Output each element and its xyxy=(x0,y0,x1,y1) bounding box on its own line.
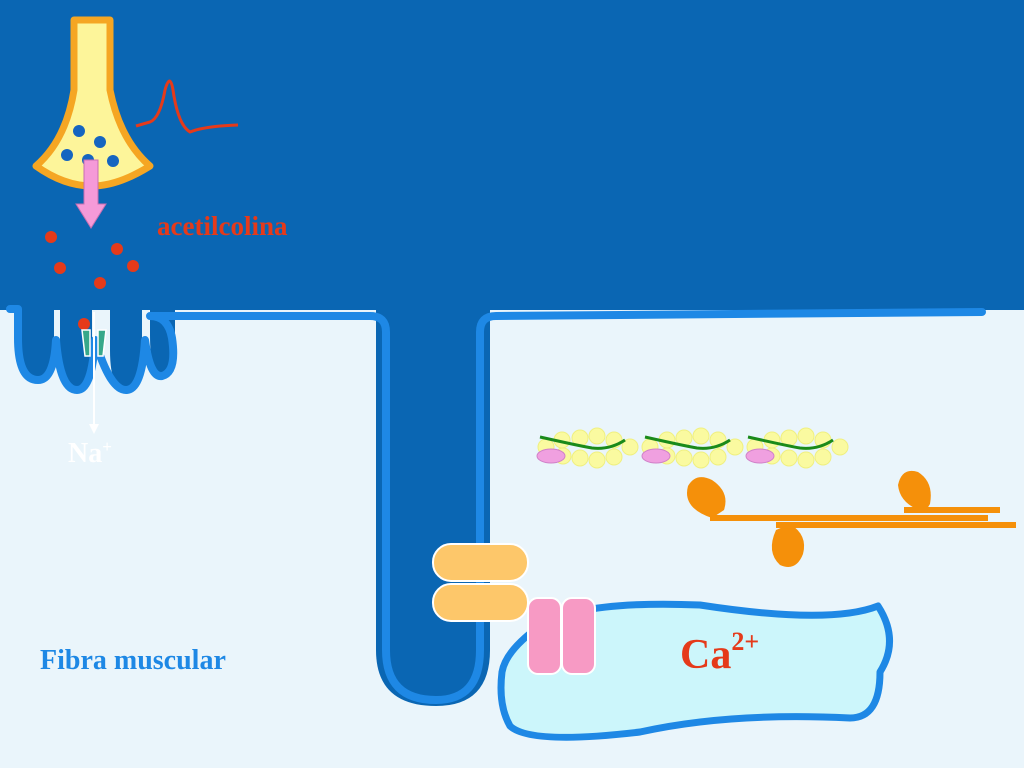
t-tubule xyxy=(376,300,490,706)
acetylcholine-receptor-channel xyxy=(81,329,107,357)
sodium-ion-label: Na+ xyxy=(68,437,112,469)
sodium-ion-charge: + xyxy=(102,437,112,456)
calcium-ion-label: Ca2+ xyxy=(680,627,759,678)
action-potential-trace xyxy=(135,79,239,134)
ryanodine-receptor xyxy=(527,597,596,675)
sodium-influx-arrowhead-icon xyxy=(89,424,99,434)
sarcolemma xyxy=(6,305,986,704)
sodium-ion-symbol: Na xyxy=(68,438,102,469)
calcium-ion-symbol: Ca xyxy=(680,632,731,678)
troponin-complexes xyxy=(536,448,775,464)
thin-filament xyxy=(536,427,849,469)
myosin-head-bottom xyxy=(771,524,805,567)
tropomyosin-strands xyxy=(539,435,834,450)
sarcoplasmic-reticulum xyxy=(497,600,893,741)
myosin-filament xyxy=(687,470,1016,567)
dhp-receptor xyxy=(432,543,529,622)
extracellular-space xyxy=(0,0,1024,310)
calcium-ion-charge: 2+ xyxy=(731,627,759,656)
acetylcholine-label: acetilcolina xyxy=(157,211,288,241)
myosin-head-right-top xyxy=(898,470,931,512)
myosin-head-left-top xyxy=(687,477,726,518)
release-arrow-icon xyxy=(75,159,107,229)
actin-beads xyxy=(537,427,849,469)
acetylcholine-molecules xyxy=(45,231,139,330)
muscle-fiber-label: Fibra muscular xyxy=(40,645,226,676)
